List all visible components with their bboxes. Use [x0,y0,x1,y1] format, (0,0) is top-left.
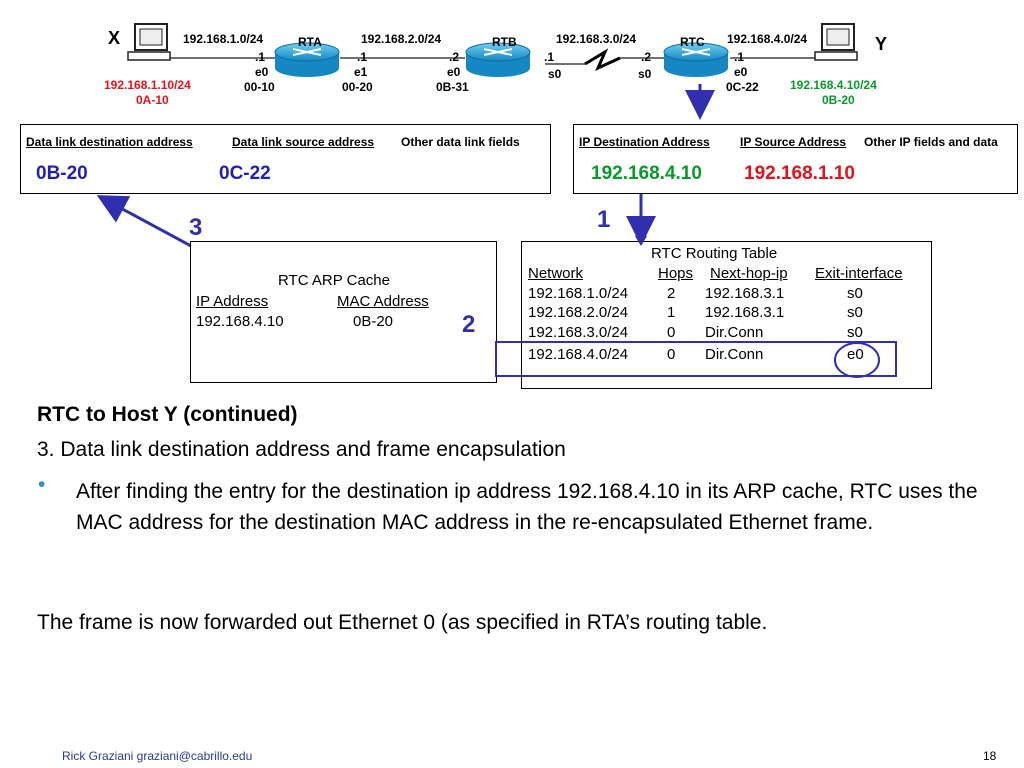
network-1-label: 192.168.1.0/24 [183,32,264,46]
routing-header-network: Network [528,265,584,282]
routing-header-exit: Exit-interface [815,265,903,282]
host-y-label: Y [875,34,888,54]
route-row-1-nexthop: 192.168.3.1 [705,285,785,302]
rtb-s0-octet: .1 [544,50,555,64]
router-rtc-label: RTC [680,35,705,49]
arp-mac-header: MAC Address [337,293,429,310]
frame-src-header: Data link source address [232,135,375,149]
rta-e1-octet: .1 [357,50,368,64]
ip-other-header: Other IP fields and data [864,135,998,149]
arp-title: RTC ARP Cache [278,272,390,289]
route-row-3-nexthop: Dir.Conn [705,324,764,341]
rtc-e0-octet: .1 [734,50,745,64]
host-x-label: X [108,28,121,48]
rtc-s0-octet: .2 [641,50,652,64]
step-3-label: 3 [189,214,203,241]
host-x-ip: 192.168.1.10/24 [104,78,191,92]
rtb-e0-mac: 0B-31 [436,80,469,94]
rtb-s0-name: s0 [548,67,562,81]
arp-ip-header: IP Address [196,293,269,310]
rtb-e0-octet: .2 [449,50,460,64]
bullet-paragraph: After finding the entry for the destinat… [76,480,978,534]
router-rta-label: RTA [298,35,322,49]
ip-dst-header: IP Destination Address [579,135,710,149]
footer-author: Rick Graziani graziani@cabrillo.edu [62,749,253,763]
route-row-1-network: 192.168.1.0/24 [528,285,629,302]
closing-paragraph: The frame is now forwarded out Ethernet … [37,611,768,634]
route-row-4-nexthop: Dir.Conn [705,346,764,363]
route-row-3-network: 192.168.3.0/24 [528,324,629,341]
step-1-label: 1 [597,206,611,233]
bullet-icon: • [38,473,46,496]
route-row-4-network: 192.168.4.0/24 [528,346,629,363]
rta-e0-mac: 00-10 [244,80,275,94]
route-row-1-exit: s0 [847,285,863,302]
router-rtb-label: RTB [492,35,517,49]
route-row-1-hops: 2 [667,285,676,302]
arp-ip-value: 192.168.4.10 [196,313,284,330]
router-rtc-icon [663,42,729,77]
rtc-s0-name: s0 [638,67,652,81]
routing-header-hops: Hops [658,265,694,282]
rtc-e0-mac: 0C-22 [726,80,759,94]
routing-table-box: RTC Routing Table Network Hops Next-hop-… [521,241,932,389]
route-row-2-hops: 1 [667,304,676,321]
frame-dst-header: Data link destination address [26,135,193,149]
step-2-label: 2 [462,311,476,338]
page-number: 18 [983,749,997,763]
ip-dst-value: 192.168.4.10 [591,163,702,184]
rta-e0-octet: .1 [255,50,266,64]
rta-e1-mac: 00-20 [342,80,373,94]
host-y-mac: 0B-20 [822,93,855,107]
router-rta-icon [274,42,340,77]
frame-header-box: Data link destination address Data link … [20,124,551,194]
host-y-ip: 192.168.4.10/24 [790,78,877,92]
network-2-label: 192.168.2.0/24 [361,32,442,46]
frame-src-value: 0C-22 [219,163,271,184]
routing-header-nexthop: Next-hop-ip [710,265,788,282]
router-rtb-icon [465,42,531,77]
rta-e0-name: e0 [255,65,269,79]
host-x-mac: 0A-10 [136,93,169,107]
rtc-e0-name: e0 [734,65,748,79]
ip-src-header: IP Source Address [740,135,847,149]
route-row-4-exit: e0 [847,346,864,363]
route-row-2-network: 192.168.2.0/24 [528,304,629,321]
computer-y-icon [814,23,858,61]
network-3-label: 192.168.3.0/24 [556,32,637,46]
arp-mac-value: 0B-20 [353,313,394,330]
route-row-2-exit: s0 [847,304,863,321]
rta-e1-name: e1 [354,65,368,79]
arp-cache-box: RTC ARP Cache IP Address MAC Address 192… [190,241,497,383]
frame-other-header: Other data link fields [401,135,520,149]
section-heading: RTC to Host Y (continued) [37,403,298,426]
network-4-label: 192.168.4.0/24 [727,32,808,46]
ip-header-box: IP Destination Address IP Source Address… [573,124,1018,194]
route-row-2-nexthop: 192.168.3.1 [705,304,785,321]
ip-src-value: 192.168.1.10 [744,163,855,184]
serial-link-bolt [584,48,621,71]
numbered-item: 3. Data link destination address and fra… [37,438,566,461]
frame-dst-value: 0B-20 [36,163,88,184]
rtb-e0-name: e0 [447,65,461,79]
routing-title: RTC Routing Table [651,245,778,262]
route-row-3-exit: s0 [847,324,863,341]
computer-x-icon [127,23,171,61]
route-row-3-hops: 0 [667,324,676,341]
route-row-4-hops: 0 [667,346,676,363]
